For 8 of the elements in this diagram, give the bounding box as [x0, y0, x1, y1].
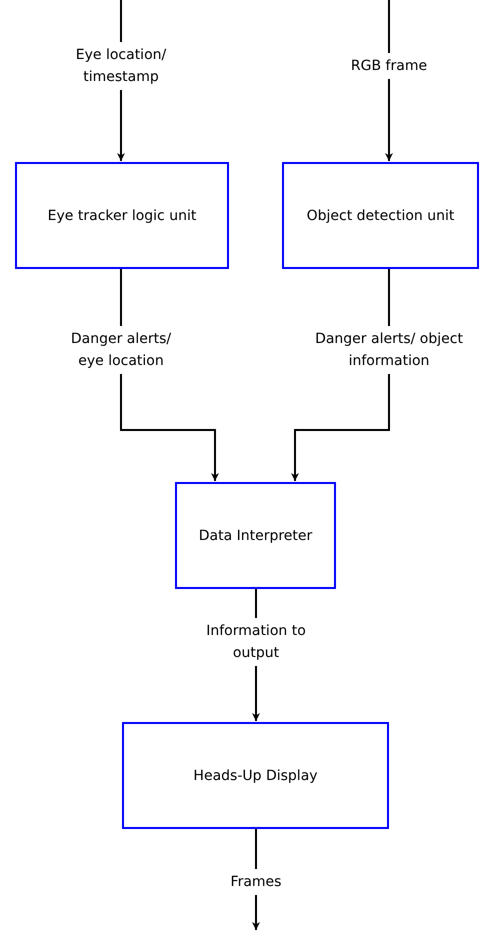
process-box — [175, 482, 336, 589]
box-label: Object detection unit — [306, 208, 456, 224]
box-label: Data Interpreter — [198, 528, 314, 544]
process-box — [282, 162, 479, 269]
box-label: Heads-Up Display — [192, 768, 319, 784]
process-box — [15, 162, 229, 269]
process-box — [122, 722, 389, 829]
box-label: Eye tracker logic unit — [46, 208, 198, 224]
